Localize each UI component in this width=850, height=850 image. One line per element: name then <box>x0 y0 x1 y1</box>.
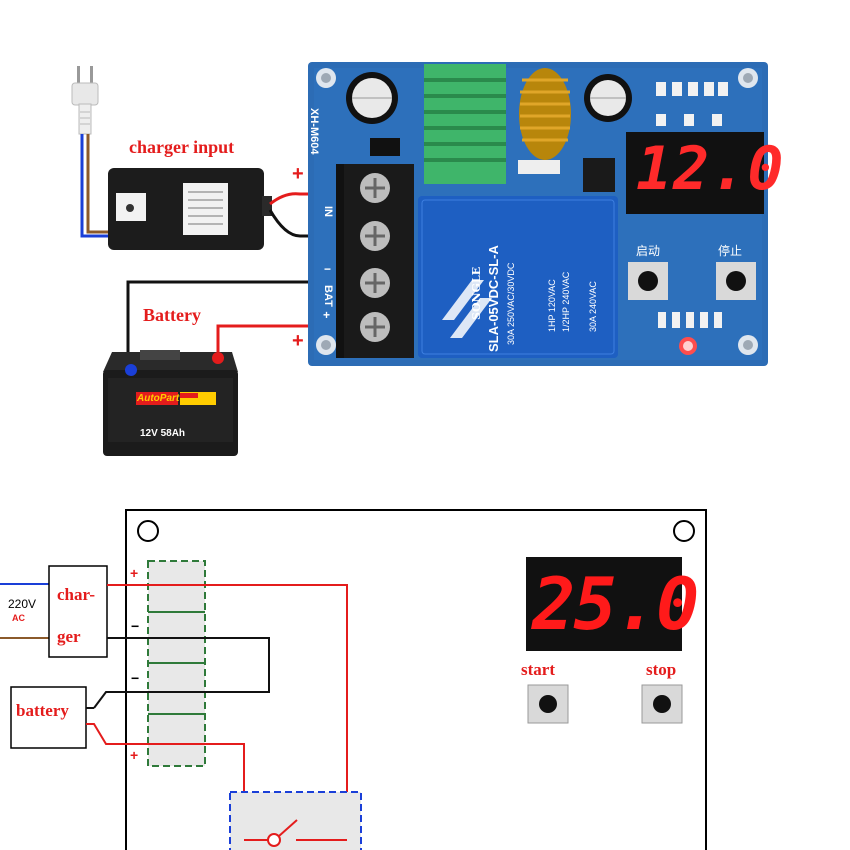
terminal-bat-label: BAT <box>322 285 334 307</box>
strip-plus-bottom: + <box>130 747 139 763</box>
stop-label: stop <box>646 660 677 679</box>
terminal-strip <box>147 560 206 767</box>
charger-box <box>108 168 272 250</box>
battery-plus-sign: + <box>292 330 304 352</box>
battery-red-wire <box>216 324 342 355</box>
relay-brand: SONGLE <box>470 266 483 320</box>
start-label: start <box>521 660 555 679</box>
strip-plus-top: + <box>130 565 139 581</box>
ac-label: AC <box>12 613 25 623</box>
relay-spec-1: 30A 250VAC/30VDC <box>506 262 516 345</box>
relay-model: SLA-05VDC-SL-A <box>486 245 501 352</box>
charger-input-label: charger input <box>129 137 235 157</box>
terminal-in-label: IN <box>322 206 334 217</box>
charger-black-wire <box>268 209 342 238</box>
mount-hole-right <box>673 520 695 542</box>
bottom-display-value: 25.0 <box>532 562 699 646</box>
strip-minus-1: − <box>131 618 140 634</box>
mount-hole-left <box>137 520 159 542</box>
plug-wire-brown <box>86 134 110 234</box>
board-outline <box>125 509 707 850</box>
battery-brand: AutoPart <box>137 393 180 404</box>
board-model-label: XH-M604 <box>308 108 320 155</box>
input-plus-sign: + <box>292 163 304 185</box>
relay-spec-3: 1/2HP 240VAC <box>561 271 571 332</box>
display-panel <box>526 557 682 651</box>
relay-spec-4: 30A 240VAC <box>588 281 598 332</box>
relay-spec-2: 1HP 120VAC <box>547 279 557 332</box>
battery-spec: 12V 58Ah <box>140 428 186 439</box>
battery-block <box>10 686 87 749</box>
car-battery <box>103 350 238 456</box>
charger-line-2: ger <box>57 627 81 646</box>
charger-line-1: char- <box>57 585 96 604</box>
ac-plug <box>71 66 99 135</box>
battery-black-wire <box>126 280 342 368</box>
stop-button-cn-label: 停止 <box>718 244 743 258</box>
pcb-board <box>308 62 768 366</box>
charger-block <box>48 565 108 658</box>
charger-minus-wire <box>93 637 270 709</box>
relay-switch <box>229 791 362 850</box>
battery-block-label: battery <box>16 701 69 720</box>
charger-red-wire <box>269 192 342 206</box>
top-display-value: 12.0 <box>636 134 785 204</box>
voltage-label: 220V <box>8 597 37 611</box>
strip-minus-2: − <box>131 670 140 686</box>
battery-label: Battery <box>143 305 201 325</box>
start-button-cn-label: 启动 <box>636 244 661 258</box>
terminal-plus-sign: + <box>323 308 331 322</box>
terminal-minus-sign: − <box>324 262 332 276</box>
plug-wire-blue <box>80 134 110 238</box>
